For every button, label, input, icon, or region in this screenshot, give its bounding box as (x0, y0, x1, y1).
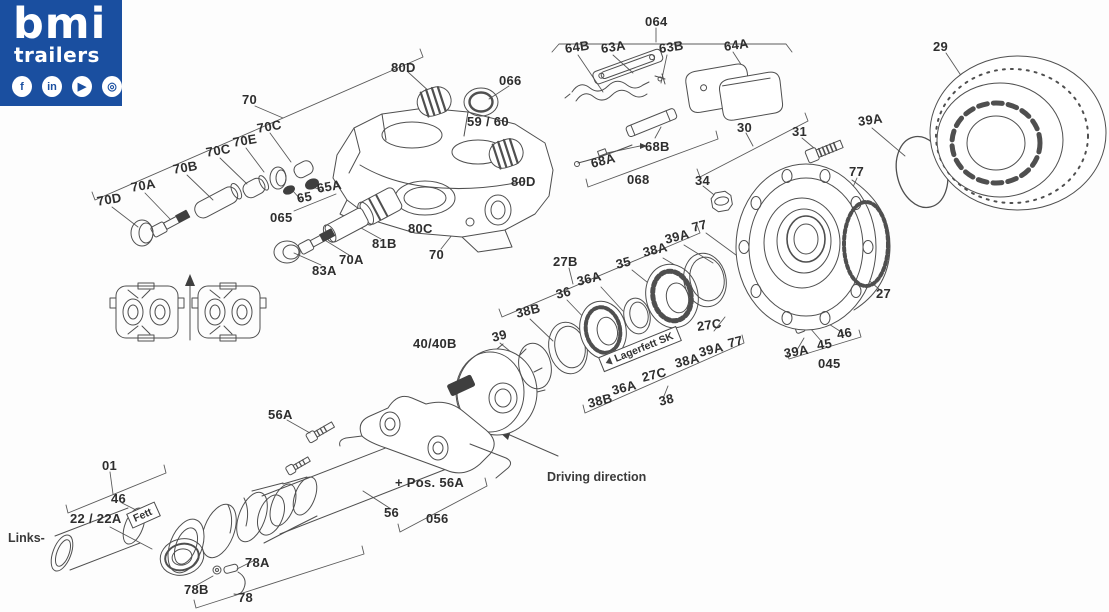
part-label-80D: 80D (391, 60, 416, 75)
part-label-01: 01 (102, 458, 118, 473)
part-label-27: 27 (876, 286, 892, 301)
part-label-78: 78 (238, 590, 254, 605)
part-label-066: 066 (499, 73, 522, 88)
brand-name: bmi (13, 0, 107, 49)
part-label-46: 46 (835, 324, 854, 342)
part-label-056: 056 (426, 511, 449, 526)
axle-beam-drawing (50, 395, 512, 595)
caliper-seal-parts-drawing (273, 86, 524, 264)
caliper-top-views-drawing (109, 274, 267, 342)
brand-logo: bmi trailers f in ▶ ◎ (0, 0, 122, 106)
part-label-68B: 68B (645, 139, 670, 154)
part-label-80D-b: 80D (511, 174, 536, 189)
part-label-31: 31 (792, 124, 808, 139)
part-label-80C: 80C (408, 221, 433, 236)
wire-arrowhead (640, 143, 647, 149)
part-label-065: 065 (270, 210, 293, 225)
part-label-46-b: 46 (111, 491, 127, 506)
part-label-81B: 81B (372, 236, 397, 251)
part-label-34: 34 (695, 173, 711, 188)
grease-pointer-icon (604, 356, 613, 367)
linkedin-icon: in (42, 76, 62, 97)
facebook-icon: f (12, 76, 32, 97)
brake-disc-drawing (929, 55, 1107, 211)
youtube-icon: ▶ (72, 76, 92, 97)
part-label-78A: 78A (245, 555, 270, 570)
bearing-set-drawing (447, 252, 727, 436)
part-label-59-60: 59 / 60 (467, 114, 509, 129)
brake-pads-drawing (564, 48, 784, 121)
part-label-65: 65 (295, 188, 314, 206)
part-label-56A: 56A (268, 407, 293, 422)
part-label-064: 064 (645, 14, 668, 29)
part-label-27B: 27B (553, 254, 578, 269)
part-label-70-b: 70 (429, 247, 445, 262)
part-label-78B: 78B (184, 582, 209, 597)
part-label-pos-56A: + Pos. 56A (395, 475, 465, 490)
part-label-77: 77 (849, 164, 865, 179)
part-label-45: 45 (815, 335, 834, 353)
part-label-70A-b: 70A (339, 252, 364, 267)
part-label-045: 045 (818, 356, 841, 371)
part-label-83A: 83A (312, 263, 337, 278)
left-side-label: Links- (8, 531, 45, 545)
part-label-29: 29 (933, 39, 949, 54)
part-label-30: 30 (737, 120, 753, 135)
part-label-40-40B: 40/40B (413, 336, 457, 351)
part-label-068: 068 (627, 172, 650, 187)
hub-drawing (735, 163, 891, 331)
social-icon-row: f in ▶ ◎ (0, 67, 122, 97)
wear-sensor-drawing (574, 108, 678, 167)
part-label-70: 70 (242, 92, 258, 107)
instagram-icon: ◎ (102, 76, 122, 97)
part-label-56: 56 (384, 505, 400, 520)
driving-direction-label: Driving direction (547, 470, 647, 484)
brand-subtitle: trailers (14, 43, 100, 67)
guide-pin-parts-drawing (130, 160, 319, 247)
part-label-22-22A: 22 / 22A (70, 511, 122, 526)
